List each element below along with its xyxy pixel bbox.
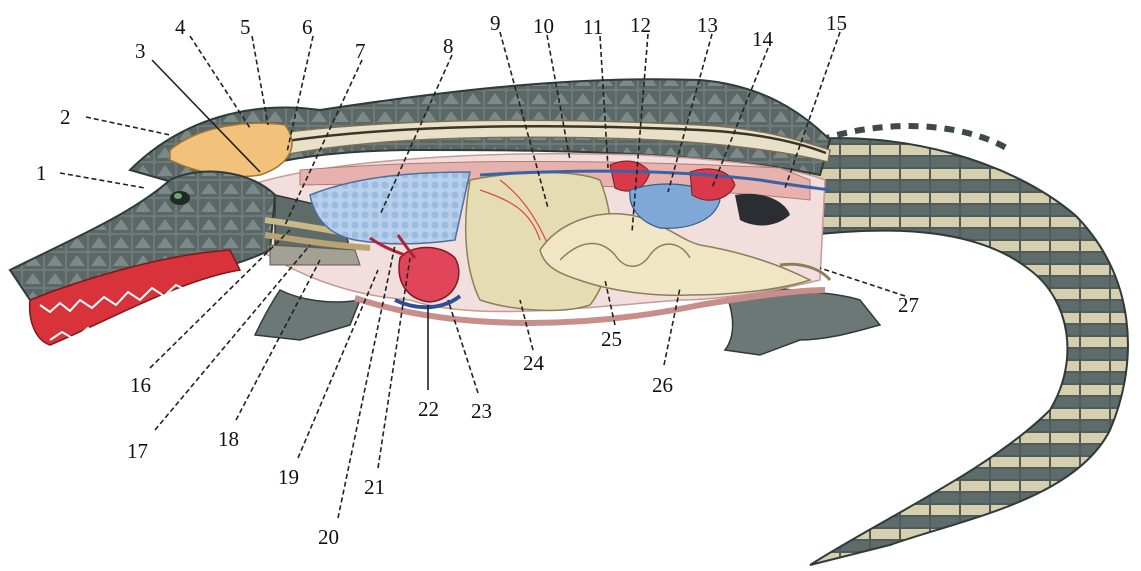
- label-16: 16: [130, 373, 151, 397]
- label-10: 10: [533, 14, 554, 38]
- label-14: 14: [752, 27, 774, 51]
- label-21: 21: [364, 475, 385, 499]
- label-6: 6: [302, 15, 313, 39]
- label-17: 17: [127, 439, 148, 463]
- label-15: 15: [826, 11, 847, 35]
- label-7: 7: [355, 39, 366, 63]
- label-25: 25: [601, 327, 622, 351]
- label-2: 2: [60, 105, 71, 129]
- label-13: 13: [697, 13, 718, 37]
- tail: [800, 126, 1128, 565]
- label-8: 8: [443, 34, 454, 58]
- label-19: 19: [278, 465, 299, 489]
- label-1: 1: [36, 161, 47, 185]
- label-20: 20: [318, 525, 339, 549]
- label-23: 23: [471, 399, 492, 423]
- label-9: 9: [490, 11, 501, 35]
- label-4: 4: [175, 15, 186, 39]
- label-24: 24: [523, 351, 545, 375]
- label-18: 18: [218, 427, 239, 451]
- label-3: 3: [135, 39, 146, 63]
- label-27: 27: [898, 293, 919, 317]
- label-12: 12: [630, 13, 651, 37]
- label-11: 11: [583, 15, 603, 39]
- fore-leg: [255, 290, 360, 340]
- label-22: 22: [418, 397, 439, 421]
- label-26: 26: [652, 373, 673, 397]
- label-5: 5: [240, 15, 251, 39]
